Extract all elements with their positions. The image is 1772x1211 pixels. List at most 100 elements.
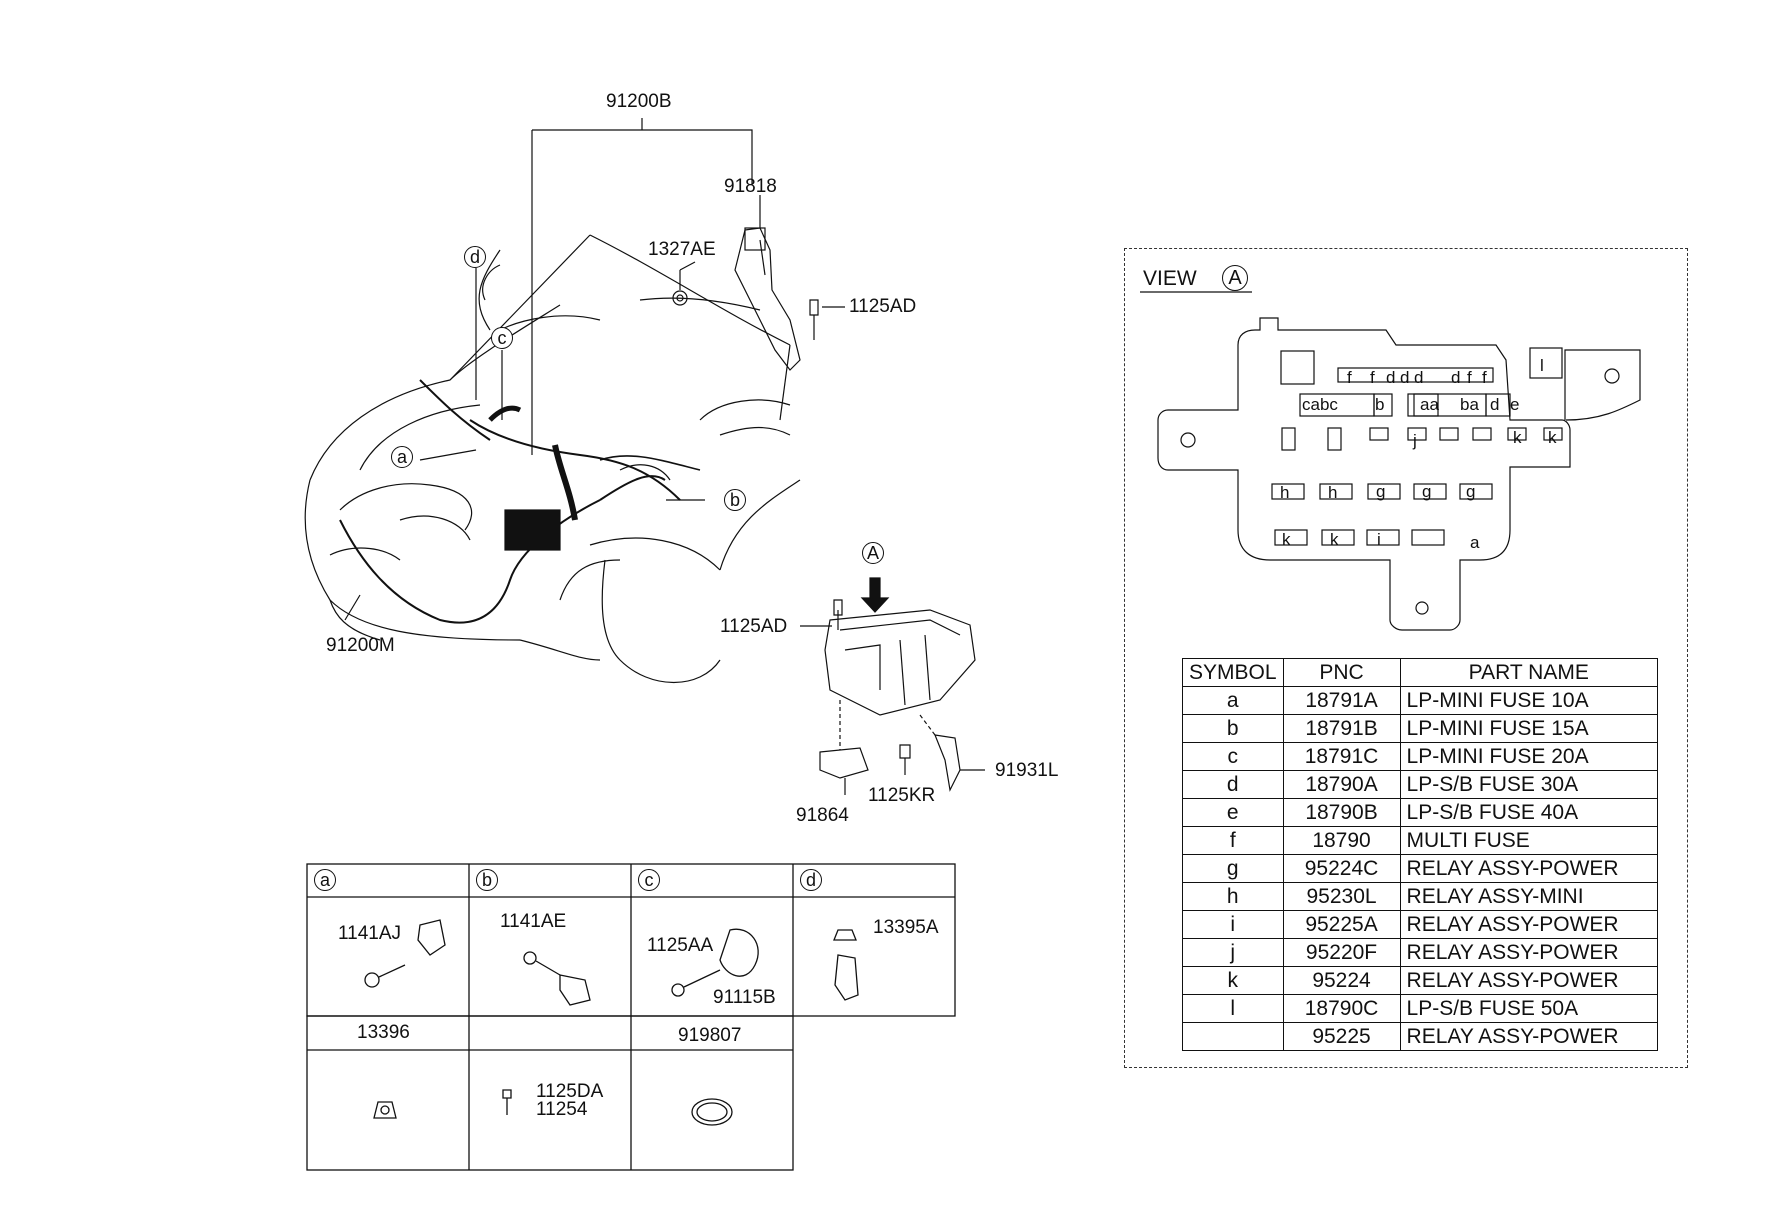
table-cell-symbol: l [1182,994,1284,1023]
table-cell-symbol: e [1182,798,1284,827]
fuse-symbol-label: b [1375,395,1384,414]
fuse-symbol-label: k [1548,428,1557,447]
table-cell-pnc: 95230L [1282,882,1401,911]
table-cell-symbol: h [1182,882,1284,911]
fuse-symbol-label: g [1422,482,1431,501]
table-cell-part-name: LP-S/B FUSE 40A [1399,798,1659,827]
part-label-91864: 91864 [796,805,849,826]
fuse-symbol-label: d [1490,395,1499,414]
table-cell-part-name: LP-MINI FUSE 15A [1399,714,1659,743]
part-label-1125kr: 1125KR [868,785,936,806]
callout-d: d [464,246,486,268]
callout-a: a [391,446,413,468]
fuse-symbol-label: d [1414,368,1423,387]
fuse-symbol-label: f [1347,368,1352,387]
part-label-1125ad-mid: 1125AD [720,616,788,637]
table-cell-part-name: LP-MINI FUSE 20A [1399,742,1659,771]
table-cell-pnc: 18790B [1282,798,1401,827]
part-label-91931l: 91931L [995,760,1059,781]
grid-part-11254: 11254 [536,1099,588,1120]
table-cell-symbol: i [1182,910,1284,939]
table-cell-symbol: c [1182,742,1284,771]
grid-part-91115b: 91115B [713,987,776,1008]
grid-part-1125aa: 1125AA [647,935,714,956]
table-cell-symbol [1182,1022,1284,1051]
grid-part-13396: 13396 [357,1022,410,1043]
grid-part-919807: 919807 [678,1025,742,1046]
grid-header-b: b [476,869,498,891]
table-cell-pnc: 95225 [1282,1022,1401,1051]
fuse-symbol-label: f [1467,368,1472,387]
part-label-91818: 91818 [724,176,777,197]
view-a-marker: A [1222,265,1248,291]
table-cell-part-name: RELAY ASSY-POWER [1399,938,1659,967]
grid-part-1141aj: 1141AJ [338,923,402,944]
grid-part-13395a: 13395A [873,917,939,938]
grid-part-1141ae: 1141AE [500,911,567,932]
table-cell-pnc: 95220F [1282,938,1401,967]
table-cell-part-name: RELAY ASSY-MINI [1399,882,1659,911]
table-cell-part-name: RELAY ASSY-POWER [1399,966,1659,995]
fuse-symbol-label: k [1330,530,1339,549]
table-cell-symbol: k [1182,966,1284,995]
table-cell-pnc: 18791B [1282,714,1401,743]
table-cell-symbol: j [1182,938,1284,967]
fuse-symbol-label: k [1513,428,1522,447]
callout-c: c [491,327,513,349]
fuse-symbol-label: cabc [1302,395,1338,414]
fuse-symbol-label: g [1466,482,1475,501]
table-cell-pnc: 18791A [1282,686,1401,715]
fuse-symbol-label: ba [1460,395,1479,414]
table-cell-part-name: LP-S/B FUSE 50A [1399,994,1659,1023]
table-cell-part-name: RELAY ASSY-POWER [1399,910,1659,939]
table-cell-pnc: 95224C [1282,854,1401,883]
table-cell-pnc: 18790 [1282,826,1401,855]
table-cell-symbol: d [1182,770,1284,799]
fuse-symbol-label: f [1482,368,1487,387]
fuse-symbol-label: a [1470,533,1480,552]
table-header-symbol: SYMBOL [1182,658,1284,687]
table-cell-pnc: 95225A [1282,910,1401,939]
table-cell-part-name: LP-S/B FUSE 30A [1399,770,1659,799]
table-header-row: SYMBOL PNC PART NAME [1182,658,1659,687]
table-cell-symbol: b [1182,714,1284,743]
table-cell-symbol: a [1182,686,1284,715]
table-cell-pnc: 18791C [1282,742,1401,771]
table-cell-part-name: RELAY ASSY-POWER [1399,854,1659,883]
fuse-symbol-label: g [1376,482,1385,501]
fuse-symbol-label: f [1370,368,1375,387]
grid-header-c: c [638,869,660,891]
table-header-part-name: PART NAME [1399,658,1659,687]
table-cell-pnc: 95224 [1282,966,1401,995]
fuse-symbol-label: l [1540,356,1544,375]
table-cell-part-name: MULTI FUSE [1399,826,1659,855]
view-marker-a: A [862,542,884,564]
fuse-symbol-label: e [1510,395,1519,414]
table-cell-part-name: RELAY ASSY-POWER [1399,1022,1659,1051]
table-cell-pnc: 18790C [1282,994,1401,1023]
callout-b: b [724,489,746,511]
fuse-symbol-label: d [1451,368,1460,387]
fuse-symbol-label: h [1328,483,1337,502]
table-cell-part-name: LP-MINI FUSE 10A [1399,686,1659,715]
view-a-panel [1124,248,1688,1068]
table-header-pnc: PNC [1282,658,1401,687]
grid-part-1125da: 1125DA [536,1081,604,1102]
view-a-title: VIEW [1143,267,1197,290]
part-label-91200m: 91200M [326,635,395,656]
fuse-symbol-label: d [1386,368,1395,387]
